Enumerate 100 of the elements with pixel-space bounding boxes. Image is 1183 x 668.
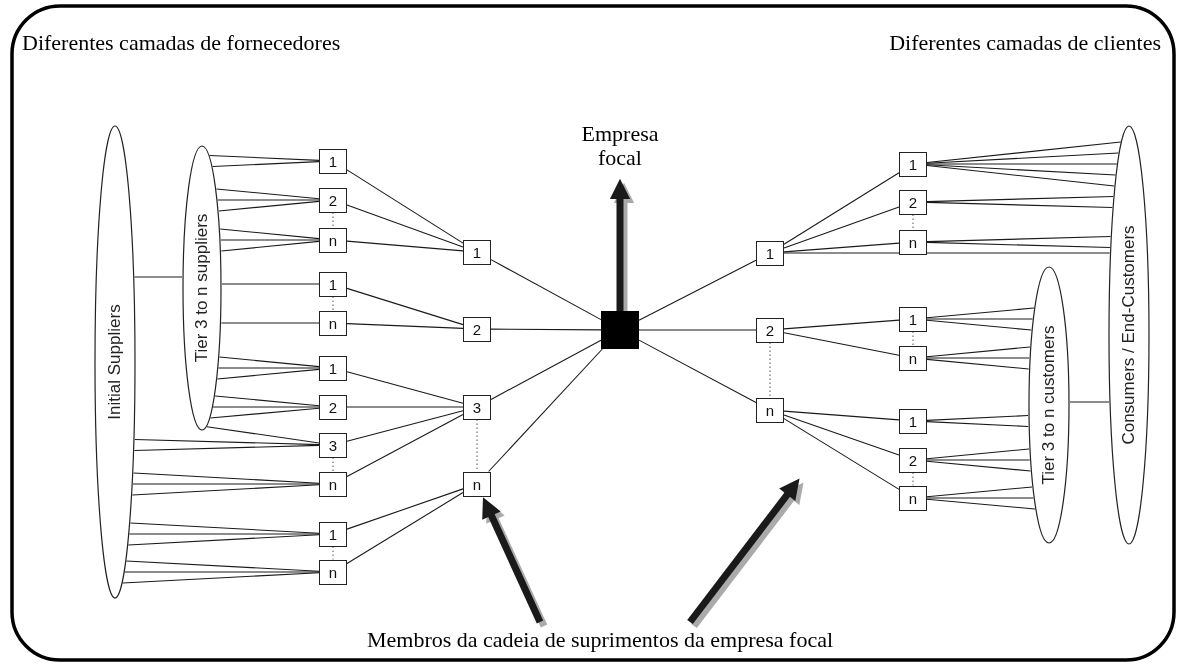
- connector-line: [926, 448, 1030, 460]
- tier-box: 2: [463, 316, 491, 342]
- tier-box: 2: [319, 394, 347, 420]
- connector-line: [132, 483, 320, 485]
- connector-line: [127, 534, 320, 546]
- connector-line: [926, 241, 1111, 249]
- connector-line: [125, 560, 320, 572]
- connector-line: [122, 572, 320, 584]
- connector-line: [346, 410, 464, 442]
- tier-box: n: [319, 310, 347, 336]
- tier-box: n: [899, 485, 927, 511]
- connector-line: [129, 522, 320, 534]
- connector-line: [218, 356, 320, 368]
- connector-line: [783, 319, 900, 330]
- connector-line: [926, 414, 1029, 421]
- connector-line: [131, 484, 320, 496]
- connector-line: [926, 307, 1035, 319]
- connector-line: [346, 240, 464, 252]
- pointer-arrow: [687, 478, 800, 625]
- focal-square: [601, 311, 639, 349]
- connector-line: [638, 329, 757, 331]
- connector-line: [783, 252, 1111, 254]
- tier-box: 1: [899, 151, 927, 177]
- connector-line: [346, 204, 464, 248]
- section-heading: Diferentes camadas de fornecedores: [22, 30, 341, 56]
- tier-box: 1: [319, 521, 347, 547]
- tier-box: 2: [756, 317, 784, 343]
- connector-line: [926, 357, 1030, 359]
- connector-line: [209, 407, 320, 419]
- group-label: Consumers / End-Customers: [1119, 225, 1139, 445]
- connector-line: [346, 169, 464, 244]
- tier-box: 1: [899, 306, 927, 332]
- connector-line: [490, 259, 602, 321]
- connector-line: [124, 571, 320, 573]
- connector-line: [783, 206, 900, 249]
- connector-line: [212, 161, 320, 168]
- connector-line: [926, 486, 1033, 498]
- pointer-arrow: [482, 497, 544, 624]
- connector-line: [219, 228, 320, 240]
- connector-line: [220, 239, 320, 241]
- tier-box: n: [756, 397, 784, 423]
- connector-line: [346, 406, 464, 408]
- connector-line: [208, 154, 320, 161]
- connector-line: [220, 322, 320, 324]
- connector-line: [346, 287, 464, 326]
- connector-line: [221, 283, 320, 285]
- connector-line: [926, 152, 1120, 164]
- tier-box: 3: [463, 394, 491, 420]
- connector-line: [926, 319, 1032, 331]
- connector-line: [217, 199, 320, 201]
- connector-line: [783, 332, 900, 356]
- connector-line: [206, 426, 320, 444]
- section-heading: Diferentes camadas de clientes: [889, 30, 1161, 56]
- tier-box: n: [319, 227, 347, 253]
- tier-box: 1: [756, 240, 784, 266]
- connector-line: [926, 460, 1032, 472]
- tier-box: 2: [319, 187, 347, 213]
- connector-line: [220, 240, 320, 252]
- connector-line: [488, 348, 603, 473]
- connector-line: [926, 165, 1115, 187]
- annotation-text: Membros da cadeia de suprimentos da empresa focal: [366, 627, 834, 652]
- annotation-text: Empresa focal: [580, 122, 660, 171]
- connector-line: [926, 498, 1036, 510]
- connector-line: [218, 367, 320, 369]
- tier-box: n: [319, 559, 347, 585]
- connector-line: [926, 497, 1034, 499]
- connector-line: [490, 339, 602, 400]
- connector-line: [212, 406, 320, 408]
- tier-box: n: [319, 471, 347, 497]
- connector-line: [926, 201, 1113, 209]
- connector-line: [783, 418, 900, 490]
- connector-line: [926, 235, 1111, 243]
- connector-line: [638, 259, 757, 321]
- connector-line: [346, 492, 464, 564]
- tier-box: n: [463, 471, 491, 497]
- tier-box: 1: [319, 271, 347, 297]
- connector-line: [346, 371, 464, 404]
- connector-line: [134, 438, 320, 446]
- connector-line: [783, 410, 900, 421]
- connector-line: [128, 533, 320, 535]
- group-label: Initial Suppliers: [105, 304, 125, 420]
- group-label: Tier 3 to n customers: [1039, 325, 1059, 485]
- connector-line: [1069, 401, 1110, 403]
- tier-box: 1: [319, 148, 347, 174]
- connector-line: [346, 488, 464, 530]
- pointer-arrow: [609, 178, 631, 311]
- tier-box: 1: [899, 408, 927, 434]
- tier-box: 2: [899, 447, 927, 473]
- connector-line: [783, 242, 900, 253]
- connector-line: [926, 318, 1034, 320]
- tier-box: n: [899, 345, 927, 371]
- connector-line: [783, 172, 900, 245]
- tier-box: 2: [899, 189, 927, 215]
- connector-line: [490, 328, 602, 331]
- connector-line: [926, 164, 1116, 176]
- connector-line: [783, 414, 900, 456]
- connector-line: [134, 276, 183, 278]
- group-label: Tier 3 to n suppliers: [192, 213, 212, 363]
- connector-line: [926, 421, 1029, 428]
- connector-line: [926, 195, 1114, 203]
